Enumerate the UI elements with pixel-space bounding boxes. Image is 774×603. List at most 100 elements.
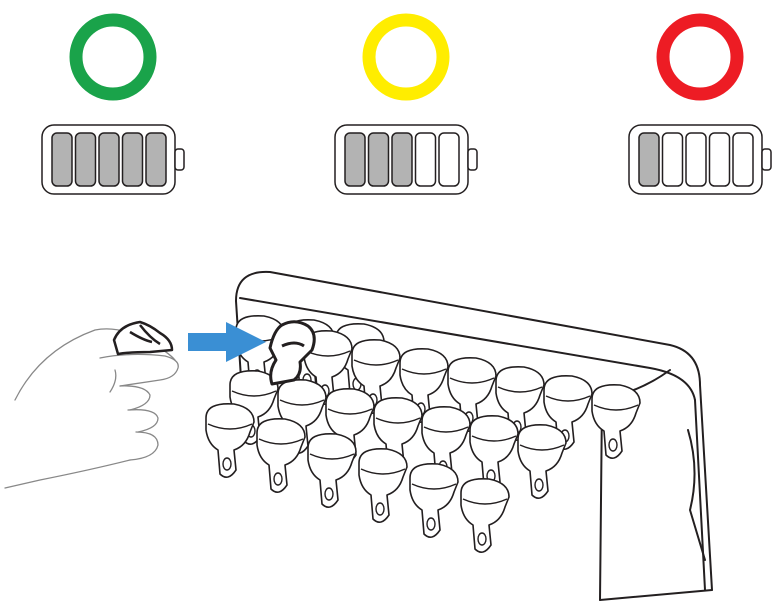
slot-contact xyxy=(608,438,618,452)
slot-cup xyxy=(399,347,449,423)
inserted-device xyxy=(268,320,316,386)
slot-cup xyxy=(307,432,357,508)
slot-rim xyxy=(401,368,447,375)
slot-rim xyxy=(207,423,253,430)
status-medium xyxy=(334,13,478,195)
battery-icon xyxy=(334,124,478,195)
charger-slot xyxy=(307,432,357,508)
battery-cell-filled xyxy=(145,132,167,187)
status-indicators xyxy=(41,13,772,195)
charger-slot xyxy=(543,374,593,450)
station-lip xyxy=(239,297,696,401)
slot-cup xyxy=(469,414,519,490)
battery-cell-filled xyxy=(344,132,366,187)
battery-cell-filled xyxy=(51,132,73,187)
charger-slot xyxy=(358,447,408,523)
hand-knuckle-line xyxy=(109,369,117,393)
battery-icon xyxy=(628,124,772,195)
slot-contact xyxy=(375,502,385,516)
slot-cup xyxy=(351,338,401,414)
status-full xyxy=(41,13,185,195)
slot-contact xyxy=(273,472,283,486)
slot-cup xyxy=(256,417,306,493)
slot-rim xyxy=(449,377,495,384)
battery-cell-filled xyxy=(74,132,97,187)
hand-little-finger xyxy=(129,431,159,461)
slot-cup xyxy=(373,396,423,472)
battery-cell-empty xyxy=(661,132,684,187)
slot-cup xyxy=(409,462,459,538)
slot-contact xyxy=(426,517,436,531)
handheld-device xyxy=(112,320,174,356)
slot-rim xyxy=(545,395,591,402)
slot-contact xyxy=(324,487,334,501)
slot-rim xyxy=(258,438,304,445)
insert-direction-arrow xyxy=(188,322,266,362)
slot-cup xyxy=(517,423,567,499)
charger-slot xyxy=(351,338,401,414)
charger-slot xyxy=(256,417,306,493)
handheld-device-ridge xyxy=(129,324,161,346)
slot-contact xyxy=(477,532,487,546)
battery-cell-filled xyxy=(98,132,120,187)
arrow-right-icon xyxy=(188,322,266,362)
battery-cell-filled xyxy=(391,132,413,187)
slot-cup xyxy=(358,447,408,523)
battery-cell-filled xyxy=(638,132,660,187)
status-ring-icon xyxy=(656,13,744,101)
charger-slot xyxy=(460,477,510,553)
battery-cell-empty xyxy=(414,132,437,187)
station-top-face xyxy=(235,270,713,591)
charger-slot xyxy=(447,356,497,432)
slot-contact xyxy=(222,457,232,471)
status-ring-icon xyxy=(362,13,450,101)
battery-cell-empty xyxy=(438,132,460,187)
station-side-cutout xyxy=(687,429,706,561)
slot-rim xyxy=(360,468,406,475)
slot-cup xyxy=(543,374,593,450)
slot-contact xyxy=(534,478,544,492)
charger-slot xyxy=(517,423,567,499)
slot-cup xyxy=(303,329,353,405)
slot-cup xyxy=(421,405,471,481)
charger-slot xyxy=(205,402,255,478)
hand-wrist xyxy=(4,459,131,489)
charger-slot xyxy=(399,347,449,423)
slot-rim xyxy=(231,390,277,397)
inserted-device-body xyxy=(268,320,316,386)
hand-thumb xyxy=(99,353,179,387)
slot-cup xyxy=(205,402,255,478)
slot-rim xyxy=(411,483,457,490)
slot-rim xyxy=(353,359,399,366)
slot-cup xyxy=(591,383,641,459)
slot-cup xyxy=(460,477,510,553)
status-ring-icon xyxy=(69,13,157,101)
slot-rim xyxy=(279,399,325,406)
battery-cell-empty xyxy=(685,132,707,187)
slot-rim xyxy=(309,453,355,460)
hand-ring-finger xyxy=(127,409,159,433)
battery-terminal xyxy=(174,148,185,171)
charger-slot xyxy=(469,414,519,490)
slot-rim xyxy=(519,444,565,451)
battery-cell-empty xyxy=(708,132,731,187)
battery-terminal xyxy=(761,148,772,171)
slot-rim xyxy=(327,408,373,415)
slot-cup xyxy=(447,356,497,432)
battery-cell-filled xyxy=(367,132,390,187)
slot-rim xyxy=(375,417,421,424)
charger-slot xyxy=(409,462,459,538)
slot-cup xyxy=(495,365,545,441)
battery-cell-filled xyxy=(121,132,144,187)
battery-icon xyxy=(41,124,185,195)
battery-terminal xyxy=(467,148,478,171)
slot-rim xyxy=(471,435,517,442)
battery-cell-empty xyxy=(732,132,754,187)
slot-rim xyxy=(462,498,508,505)
inserted-device-ridge xyxy=(281,341,305,348)
slot-rim xyxy=(423,426,469,433)
charger-slot xyxy=(591,383,641,459)
slot-rim xyxy=(497,386,543,393)
